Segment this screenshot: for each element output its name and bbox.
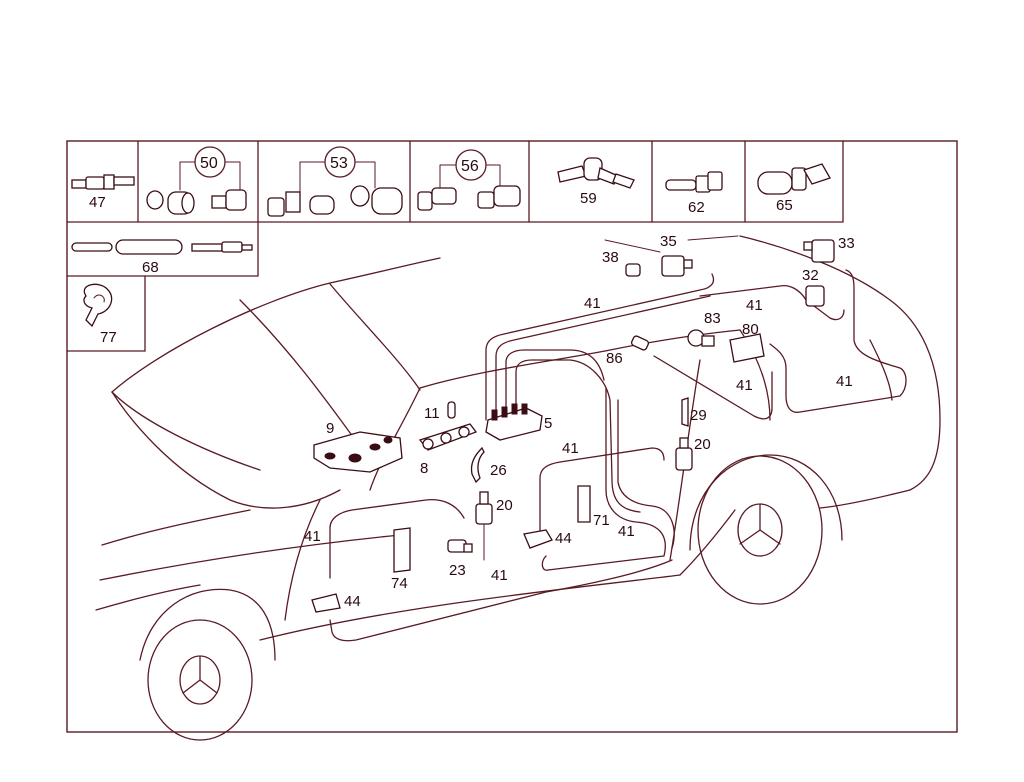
callout-26: 26 <box>490 462 507 479</box>
component-11 <box>447 401 456 419</box>
legend-item-77: 77 <box>83 283 117 346</box>
callout-20-left: 20 <box>496 497 513 514</box>
fitting-59-icon <box>557 157 635 189</box>
callout-80: 80 <box>742 321 759 338</box>
legend-item-62: 62 <box>665 171 723 216</box>
callout-29: 29 <box>690 407 707 424</box>
legend-item-59: 59 <box>557 157 635 207</box>
component-83 <box>687 329 715 347</box>
component-8 <box>418 423 478 451</box>
rear-wheel <box>689 454 843 605</box>
fitting-47-icon <box>71 174 135 190</box>
legend-label-65: 65 <box>776 197 793 214</box>
legend-label-62: 62 <box>688 199 705 216</box>
callout-9: 9 <box>326 420 334 437</box>
callout-41-lower: 41 <box>618 523 635 540</box>
callout-33: 33 <box>838 235 855 252</box>
component-71 <box>577 485 591 523</box>
legend-label-56: 56 <box>461 158 479 175</box>
callout-41-left: 41 <box>304 528 321 545</box>
callout-23: 23 <box>449 562 466 579</box>
component-5 <box>485 403 543 441</box>
vacuum-lines <box>329 269 907 642</box>
callout-32: 32 <box>802 267 819 284</box>
component-35 <box>661 255 693 277</box>
tube-68-icon <box>71 239 253 255</box>
component-29 <box>681 397 689 427</box>
callout-41-top: 41 <box>584 295 601 312</box>
clip-77-icon <box>83 283 113 328</box>
callout-44-left: 44 <box>344 593 361 610</box>
component-33 <box>803 239 835 263</box>
component-44-center <box>523 529 553 549</box>
callout-74: 74 <box>391 575 408 592</box>
diagram-frame <box>66 140 958 733</box>
component-80 <box>729 333 765 363</box>
component-26 <box>470 446 485 484</box>
callout-41-top-right: 41 <box>746 297 763 314</box>
legend-item-53: 53 <box>267 146 403 217</box>
callout-labels: 35 33 38 32 41 41 83 80 86 41 41 9 11 5 … <box>304 233 855 610</box>
legend-item-50: 50 <box>146 146 247 215</box>
callout-86: 86 <box>606 350 623 367</box>
component-32 <box>805 285 825 307</box>
legend-label-53: 53 <box>330 155 348 172</box>
legend-item-47: 47 <box>71 174 135 211</box>
fitting-62-icon <box>665 171 723 193</box>
legend-label-77: 77 <box>100 329 117 346</box>
legend-item-56: 56 <box>417 149 521 211</box>
fitting-53-icon <box>267 185 403 217</box>
fitting-65-icon <box>757 163 831 195</box>
callout-5: 5 <box>544 415 552 432</box>
component-74 <box>393 527 411 573</box>
leader-lines <box>604 235 739 253</box>
legend-item-68: 68 <box>71 239 253 276</box>
component-38 <box>625 263 641 277</box>
callout-38: 38 <box>602 249 619 266</box>
fitting-56-icon <box>417 185 521 211</box>
legend-label-50: 50 <box>200 155 218 172</box>
component-9 <box>313 431 403 473</box>
callout-35: 35 <box>660 233 677 250</box>
callout-44-center: 44 <box>555 530 572 547</box>
component-44-left <box>311 593 341 613</box>
front-wheel <box>139 588 276 741</box>
component-20-right <box>675 437 693 471</box>
callout-41-right: 41 <box>836 373 853 390</box>
callout-20-right: 20 <box>694 436 711 453</box>
legend-label-47: 47 <box>89 194 106 211</box>
component-23 <box>447 539 473 553</box>
legend-item-65: 65 <box>757 163 831 214</box>
legend-label-68: 68 <box>142 259 159 276</box>
component-20-left <box>475 491 493 561</box>
legend-label-59: 59 <box>580 190 597 207</box>
component-86 <box>630 335 650 351</box>
callout-11: 11 <box>424 405 440 422</box>
legend-grid <box>66 140 844 352</box>
callout-8: 8 <box>420 460 428 477</box>
fitting-50-icon <box>146 189 247 215</box>
callout-41-center: 41 <box>562 440 579 457</box>
callout-41-bottom: 41 <box>491 567 508 584</box>
callout-83: 83 <box>704 310 721 327</box>
callout-71: 71 <box>593 512 610 529</box>
callout-41-mid: 41 <box>736 377 753 394</box>
